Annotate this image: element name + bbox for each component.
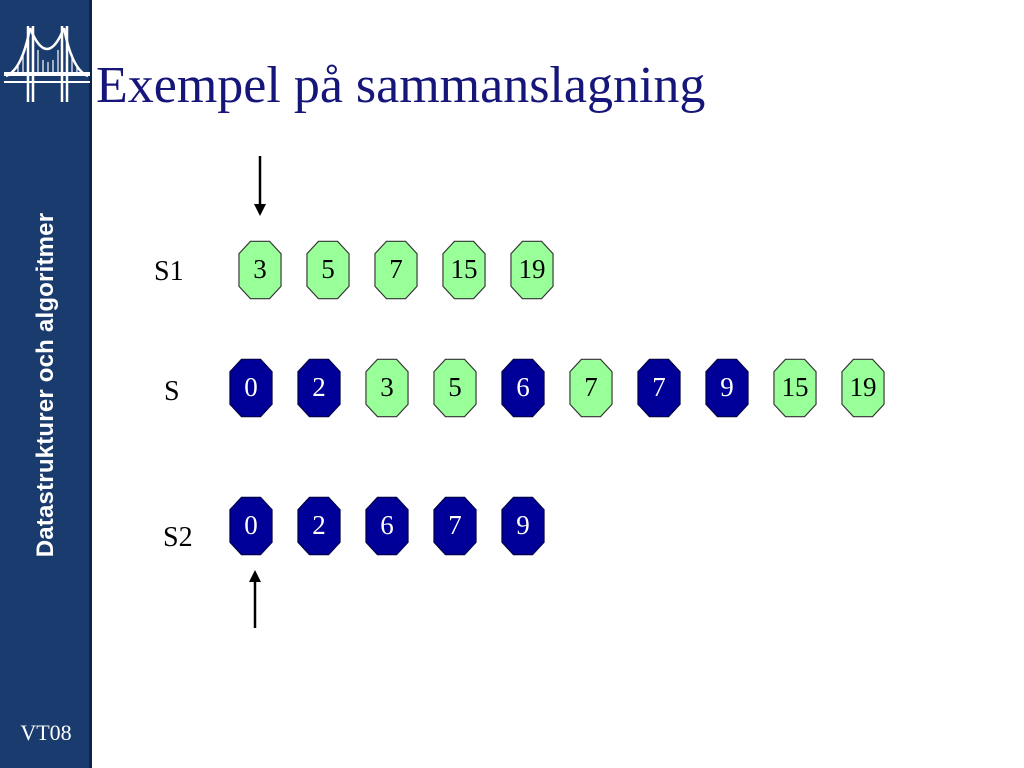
row-label-s: S	[164, 376, 180, 407]
node-value: 19	[518, 254, 546, 284]
octagon-shape	[297, 358, 341, 418]
octagon-shape	[365, 496, 409, 556]
node-value: 7	[389, 254, 403, 284]
row-label-s1: S1	[154, 256, 184, 287]
node-s-4: 6	[501, 358, 545, 418]
octagon-shape	[501, 358, 545, 418]
node-s1-2: 7	[374, 240, 418, 300]
node-s-1: 2	[297, 358, 341, 418]
node-value: 7	[448, 510, 462, 540]
octagon-shape	[238, 240, 282, 300]
octagon-shape	[365, 358, 409, 418]
octagon-shape	[297, 496, 341, 556]
node-s-5: 7	[569, 358, 613, 418]
node-value: 2	[312, 372, 326, 402]
up-arrow-icon	[249, 570, 261, 628]
node-value: 6	[516, 372, 530, 402]
node-value: 2	[312, 510, 326, 540]
node-value: 15	[450, 254, 478, 284]
node-s1-0: 3	[238, 240, 282, 300]
octagon-shape	[433, 358, 477, 418]
sidebar: Datastrukturer och algoritmer VT08	[0, 0, 92, 768]
node-s2-3: 7	[433, 496, 477, 556]
node-value: 15	[781, 372, 809, 402]
node-value: 3	[253, 254, 267, 284]
down-arrow-icon	[254, 156, 266, 216]
node-s-6: 7	[637, 358, 681, 418]
octagon-shape	[433, 496, 477, 556]
course-title: Datastrukturer och algoritmer	[32, 212, 59, 558]
term-label: VT08	[20, 720, 72, 745]
row-label-s2: S2	[163, 522, 193, 553]
node-s-2: 3	[365, 358, 409, 418]
slide-title: Exempel på sammanslagning	[96, 57, 706, 114]
octagon-shape	[705, 358, 749, 418]
node-value: 3	[380, 372, 394, 402]
node-s2-1: 2	[297, 496, 341, 556]
octagon-shape	[306, 240, 350, 300]
node-s2-2: 6	[365, 496, 409, 556]
node-value: 9	[516, 510, 530, 540]
node-value: 6	[380, 510, 394, 540]
node-s-0: 0	[229, 358, 273, 418]
node-s-3: 5	[433, 358, 477, 418]
octagon-shape	[510, 240, 554, 300]
node-s1-3: 15	[442, 240, 486, 300]
node-value: 5	[448, 372, 462, 402]
octagon-shape	[637, 358, 681, 418]
node-value: 5	[321, 254, 335, 284]
node-s2-0: 0	[229, 496, 273, 556]
node-s-7: 9	[705, 358, 749, 418]
node-s-8: 15	[773, 358, 817, 418]
octagon-shape	[442, 240, 486, 300]
octagon-shape	[501, 496, 545, 556]
octagon-shape	[569, 358, 613, 418]
octagon-shape	[229, 496, 273, 556]
node-s-9: 19	[841, 358, 885, 418]
node-s1-1: 5	[306, 240, 350, 300]
node-value: 0	[244, 510, 258, 540]
bridge-logo-icon	[4, 26, 90, 102]
node-s2-4: 9	[501, 496, 545, 556]
octagon-shape	[841, 358, 885, 418]
octagon-shape	[773, 358, 817, 418]
node-value: 7	[584, 372, 598, 402]
octagon-shape	[374, 240, 418, 300]
node-value: 0	[244, 372, 258, 402]
node-s1-4: 19	[510, 240, 554, 300]
node-value: 9	[720, 372, 734, 402]
node-value: 7	[652, 372, 666, 402]
octagon-shape	[229, 358, 273, 418]
node-value: 19	[849, 372, 877, 402]
